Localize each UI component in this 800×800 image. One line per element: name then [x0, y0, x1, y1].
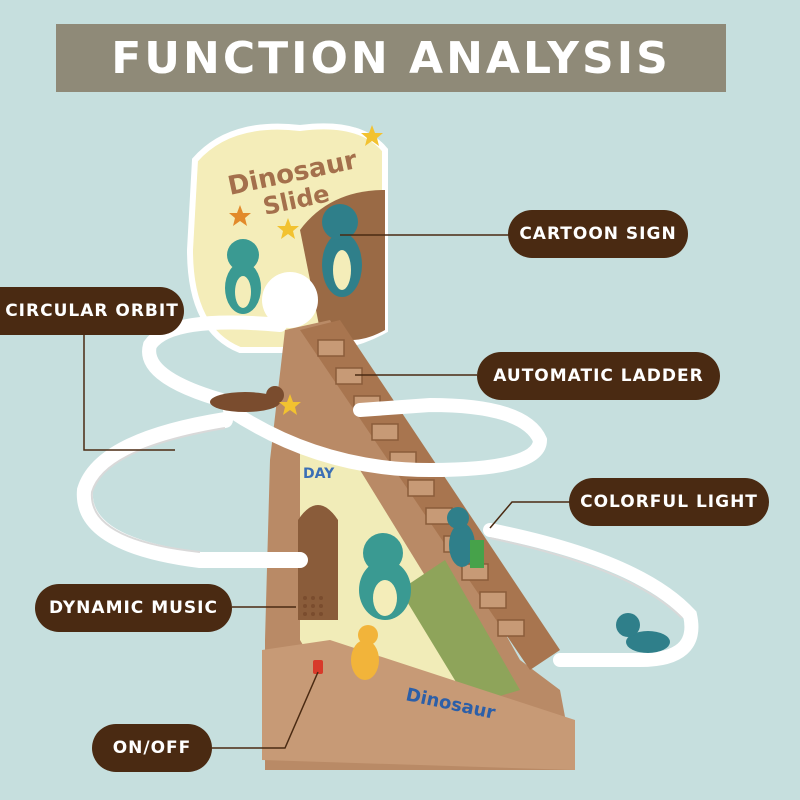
- callout-circular-orbit: CIRCULAR ORBIT: [0, 287, 184, 335]
- callout-cartoon-sign: CARTOON SIGN: [508, 210, 688, 258]
- page-title: FUNCTION ANALYSIS: [111, 32, 671, 84]
- callout-automatic-ladder: AUTOMATIC LADDER: [477, 352, 720, 400]
- star-icon: [279, 394, 301, 415]
- power-switch[interactable]: [313, 660, 323, 674]
- brown-dino-icon: [210, 386, 284, 412]
- callout-label: COLORFUL LIGHT: [580, 492, 758, 512]
- title-banner: FUNCTION ANALYSIS: [56, 24, 726, 92]
- panel-text: DAY: [303, 466, 335, 482]
- track-edge: [90, 427, 683, 619]
- callout-colorful-light: COLORFUL LIGHT: [569, 478, 769, 526]
- front-green-panel: [400, 560, 520, 705]
- front-dino-icon: [359, 533, 411, 620]
- circular-orbit: [76, 315, 699, 667]
- star-icon: [277, 218, 299, 239]
- callout-label: AUTOMATIC LADDER: [493, 366, 704, 386]
- leader-lines: [83, 234, 571, 749]
- callout-on-off: ON/OFF: [92, 724, 212, 772]
- sign-dino-left-icon: [225, 239, 261, 314]
- callout-label: DYNAMIC MUSIC: [49, 598, 218, 618]
- teal-dino-track-icon: [616, 613, 670, 653]
- speaker-grille: [303, 596, 323, 616]
- callout-label: CARTOON SIGN: [519, 224, 677, 244]
- sign-hole: [262, 272, 318, 328]
- teal-dino-climbing-icon: [447, 507, 484, 568]
- sign-dino-right-icon: [322, 204, 362, 297]
- callout-dynamic-music: DYNAMIC MUSIC: [35, 584, 232, 632]
- giraffe-icon: [351, 625, 379, 680]
- callout-label: CIRCULAR ORBIT: [5, 301, 179, 321]
- callout-label: ON/OFF: [112, 738, 192, 758]
- star-icon: [229, 205, 251, 226]
- toy-base: [262, 640, 575, 770]
- star-icon: [361, 125, 383, 146]
- tunnel: [298, 505, 338, 620]
